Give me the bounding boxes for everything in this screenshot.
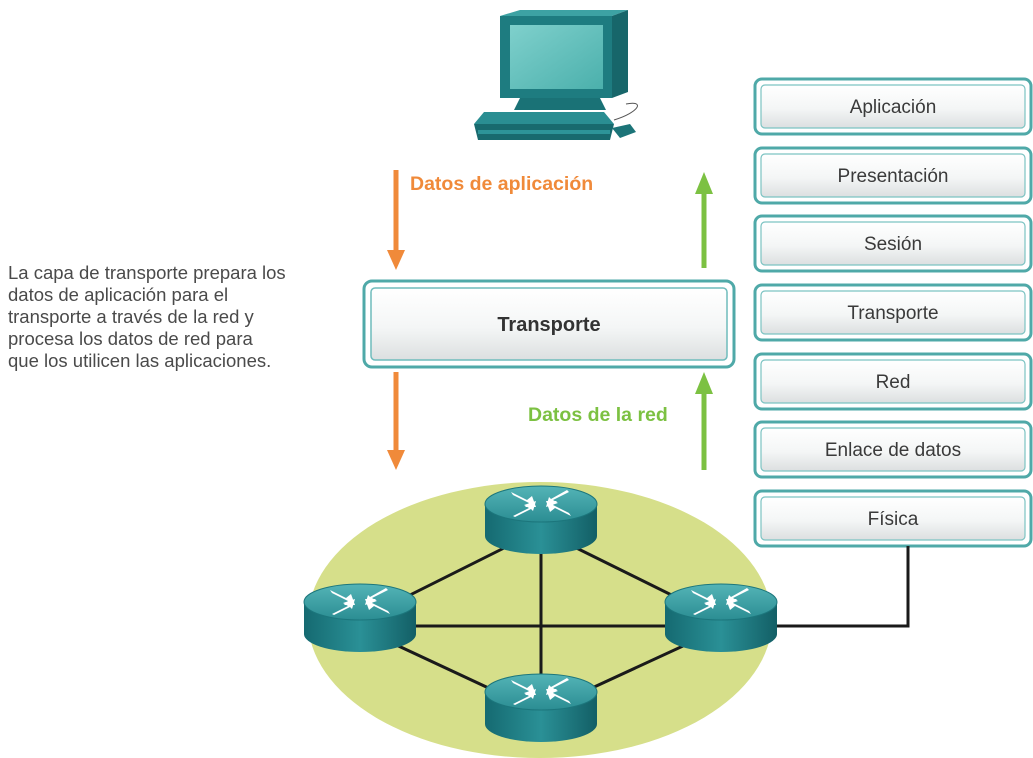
description-line: que los utilicen las aplicaciones. [8, 350, 272, 371]
router-icon [484, 673, 598, 743]
description-line: datos de aplicación para el [8, 284, 229, 305]
computer-icon [474, 10, 638, 140]
router-icon [664, 583, 778, 653]
transport-box: Transporte [362, 279, 736, 369]
description-line: procesa los datos de red para [8, 328, 253, 349]
osi-layer-label: Sesión [864, 234, 922, 255]
app-data-arrow-down-bottom [387, 372, 405, 470]
osi-layer-label: Enlace de datos [825, 440, 961, 461]
network-data-arrow-up-top [695, 172, 713, 268]
osi-layer-label: Red [876, 372, 911, 393]
transport-box-label: Transporte [497, 314, 600, 336]
description-line: La capa de transporte prepara los [8, 262, 286, 283]
osi-layer-label: Presentación [838, 166, 949, 187]
description-line: transporte a través de la red y [8, 306, 254, 327]
osi-layer-enlace-de-datos: Enlace de datos [753, 420, 1033, 479]
app-data-arrow-down-top [387, 170, 405, 270]
osi-layer-transporte: Transporte [753, 283, 1033, 342]
osi-layer-presentacion: Presentación [753, 146, 1033, 205]
app-data-label: Datos de aplicación [410, 173, 593, 195]
osi-layer-label: Transporte [847, 303, 938, 324]
osi-layer-stack: Aplicación Presentación Sesión Transport… [753, 77, 1033, 548]
transport-description: La capa de transporte prepara los datos … [8, 262, 353, 372]
osi-layer-label: Aplicación [850, 97, 937, 118]
osi-layer-sesion: Sesión [753, 214, 1033, 273]
router-icon [303, 583, 417, 653]
osi-layer-fisica: Física [753, 489, 1033, 548]
osi-layer-red: Red [753, 352, 1033, 411]
network-data-label: Datos de la red [528, 404, 668, 426]
router-icon [484, 485, 598, 555]
osi-layer-label: Física [868, 509, 919, 530]
network-data-arrow-up-bottom [695, 372, 713, 470]
osi-layer-aplicacion: Aplicación [753, 77, 1033, 136]
